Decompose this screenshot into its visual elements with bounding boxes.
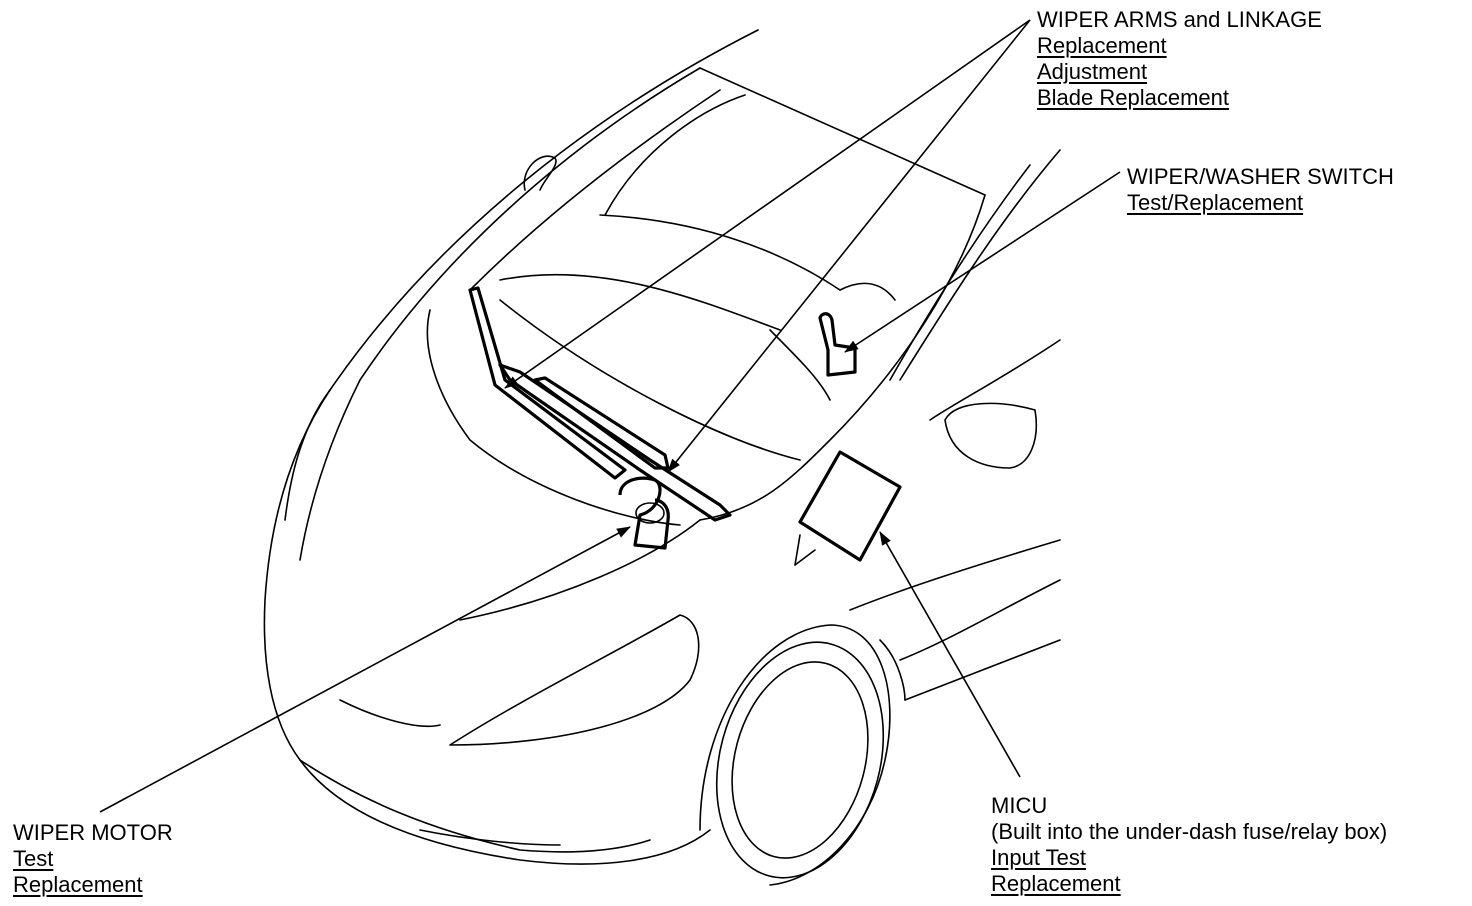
front-bumper [299,759,651,853]
wiper-arms-blade-replacement-link[interactable]: Blade Replacement [1037,85,1230,110]
micu-replacement-link[interactable]: Replacement [991,871,1121,896]
windshield [469,89,896,461]
micu-box [798,450,902,562]
mirror-left [523,155,557,191]
headlight [449,614,700,746]
callout-wiper-switch: WIPER/WASHER SWITCH Test/Replacement [1127,164,1394,216]
wiper-motor-title: WIPER MOTOR [13,820,173,845]
callout-wiper-motor: WIPER MOTOR Test Replacement [13,820,173,898]
wiper-motor-replacement-link[interactable]: Replacement [13,872,143,897]
micu-subtitle: (Built into the under-dash fuse/relay bo… [991,819,1388,844]
wiper-arms [468,286,732,522]
wiper-motor-test-link[interactable]: Test [13,846,54,871]
micu-input-test-link[interactable]: Input Test [991,845,1086,870]
wiper-switch [818,312,857,377]
wiper-switch-title: WIPER/WASHER SWITCH [1127,164,1394,189]
wiper-arms-replacement-link[interactable]: Replacement [1037,33,1167,58]
wiper-arms-adjustment-link[interactable]: Adjustment [1037,59,1148,84]
callout-wiper-arms: WIPER ARMS and LINKAGE Replacement Adjus… [1037,7,1322,111]
wiper-motor [618,476,670,550]
mirror-right [944,402,1037,469]
micu-title: MICU [991,793,1048,818]
front-wheel [699,624,891,886]
wiper-switch-test-replacement-link[interactable]: Test/Replacement [1127,190,1304,215]
wiper-arms-title: WIPER ARMS and LINKAGE [1037,7,1322,32]
leader-lines [99,19,1121,813]
car-body [263,29,1061,865]
callout-micu: MICU (Built into the under-dash fuse/rel… [991,793,1387,897]
hood [284,309,701,621]
